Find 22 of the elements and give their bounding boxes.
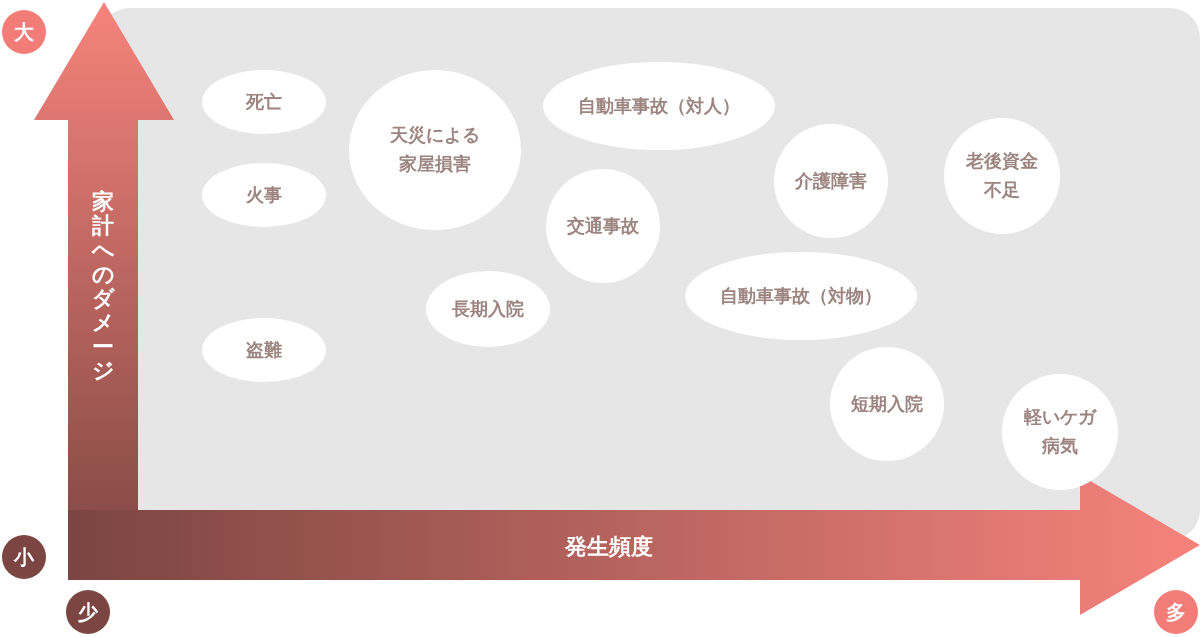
risk-label: 火事 xyxy=(246,182,282,207)
risk-label: 死亡 xyxy=(246,89,282,114)
risk-label: 多 xyxy=(1166,599,1186,626)
risk-label: 交通事故 xyxy=(567,213,639,238)
scale-marker xyxy=(2,535,46,579)
risk-label: 小 xyxy=(14,544,34,571)
risk-label: 天災による家屋損害 xyxy=(389,123,481,176)
risk-label: 介護障害 xyxy=(795,168,867,193)
risk-label: 長期入院 xyxy=(452,296,524,321)
scale-marker xyxy=(1154,590,1198,634)
axis-label: 発生頻度 xyxy=(565,533,653,561)
risk-label: 少 xyxy=(78,599,98,626)
scale-marker xyxy=(2,10,46,54)
risk-label: 盗難 xyxy=(246,337,282,362)
risk-label: 自動車事故（対人） xyxy=(578,93,740,118)
risk-label: 軽いケガ病気 xyxy=(1023,405,1098,458)
risk-label: 老後資金不足 xyxy=(965,149,1039,202)
scale-marker xyxy=(66,590,110,634)
axis-label: 家計へのダメージ xyxy=(92,190,114,384)
risk-label: 自動車事故（対物） xyxy=(720,283,882,308)
risk-label: 大 xyxy=(14,19,34,46)
risk-label: 短期入院 xyxy=(851,391,923,416)
